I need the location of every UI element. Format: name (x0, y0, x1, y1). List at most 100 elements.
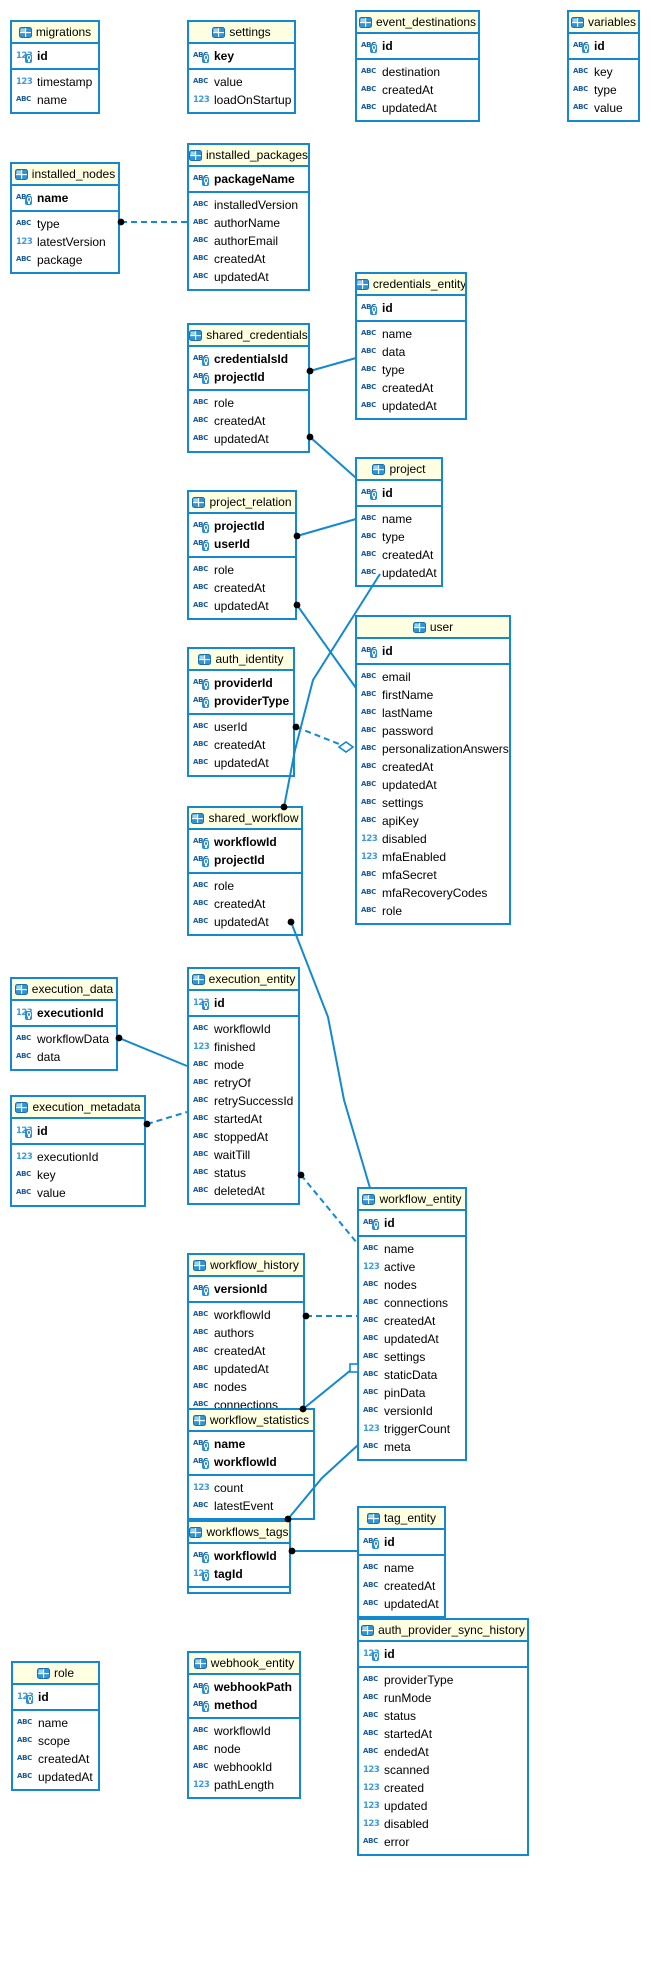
table-header[interactable]: workflow_history (189, 1255, 303, 1277)
entity-table-auth_provider_sync_history[interactable]: auth_provider_sync_history123idABCprovid… (357, 1618, 529, 1856)
table-header[interactable]: shared_credentials (189, 325, 308, 347)
table-header[interactable]: installed_nodes (12, 164, 118, 186)
column-name: pathLength (214, 1778, 275, 1792)
string-type-icon: ABC (573, 103, 588, 111)
string-type-icon: ABC (17, 1718, 32, 1726)
table-name: shared_credentials (206, 328, 308, 342)
string-type-icon-primary-key: ABC (193, 172, 212, 186)
table-header[interactable]: auth_identity (189, 649, 293, 671)
primary-key-icon (202, 1001, 209, 1010)
entity-table-execution_data[interactable]: execution_data123executionIdABCworkflowD… (10, 977, 118, 1071)
primary-key-icon (202, 840, 209, 849)
entity-table-workflows_tags[interactable]: workflows_tagsABCworkflowId123tagId (187, 1520, 291, 1594)
table-header[interactable]: settings (189, 22, 294, 44)
column-name: name (382, 327, 413, 341)
table-name: workflow_history (210, 1258, 299, 1272)
primary-key-icon (370, 649, 377, 658)
table-header[interactable]: project (357, 459, 441, 481)
string-type-icon: ABC (193, 1400, 208, 1408)
string-type-icon: ABC (193, 899, 208, 907)
primary-key-section: 123id (359, 1642, 527, 1666)
entity-table-role[interactable]: role123idABCnameABCscopeABCcreatedAtABCu… (11, 1661, 100, 1791)
column-name: node (214, 1742, 241, 1756)
table-header[interactable]: workflows_tags (189, 1522, 289, 1544)
table-header[interactable]: workflow_statistics (189, 1410, 313, 1432)
table-header[interactable]: role (13, 1663, 98, 1685)
column-name: role (214, 396, 235, 410)
string-type-icon: ABC (193, 254, 208, 262)
table-header[interactable]: project_relation (189, 492, 295, 514)
string-type-icon-primary-key: ABC (16, 191, 35, 205)
table-header[interactable]: shared_workflow (189, 808, 301, 830)
table-header[interactable]: credentials_entity (357, 274, 465, 296)
string-type-icon: ABC (361, 726, 376, 734)
column-name: workflowId (214, 835, 277, 849)
column-name: role (382, 904, 403, 918)
string-type-icon: ABC (193, 1150, 208, 1158)
entity-table-execution_metadata[interactable]: execution_metadata123id123executionIdABC… (10, 1095, 146, 1207)
table-icon (361, 1624, 375, 1636)
string-type-icon: ABC (363, 1563, 378, 1571)
string-type-icon: ABC (193, 218, 208, 226)
table-header[interactable]: auth_provider_sync_history (359, 1620, 527, 1642)
table-header[interactable]: user (357, 617, 509, 639)
column-name: disabled (382, 832, 427, 846)
column-name: type (382, 363, 405, 377)
entity-table-migrations[interactable]: migrations123id123timestampABCname (10, 20, 100, 114)
relationship-line-execution_entity-to-workflow_entity (300, 1174, 358, 1244)
column-name: updated (384, 1799, 428, 1813)
table-header[interactable]: variables (569, 12, 638, 34)
column-name: timestamp (37, 75, 93, 89)
primary-key-icon (202, 1703, 209, 1712)
table-header[interactable]: execution_entity (189, 969, 298, 991)
string-type-icon: ABC (361, 365, 376, 373)
table-header[interactable]: installed_packages (189, 145, 308, 167)
table-header[interactable]: event_destinations (357, 12, 478, 34)
table-header[interactable]: execution_data (12, 979, 116, 1001)
string-type-icon-primary-key: ABC (193, 835, 212, 849)
table-header[interactable]: webhook_entity (189, 1653, 299, 1675)
table-header[interactable]: migrations (12, 22, 98, 44)
string-type-icon: ABC (193, 1726, 208, 1734)
table-header[interactable]: execution_metadata (12, 1097, 144, 1119)
column-name: createdAt (214, 581, 266, 595)
string-type-icon: ABC (573, 67, 588, 75)
table-header[interactable]: tag_entity (359, 1508, 444, 1530)
table-header[interactable]: workflow_entity (359, 1189, 465, 1211)
entity-table-execution_entity[interactable]: execution_entity123idABCworkflowId123fin… (187, 967, 300, 1205)
